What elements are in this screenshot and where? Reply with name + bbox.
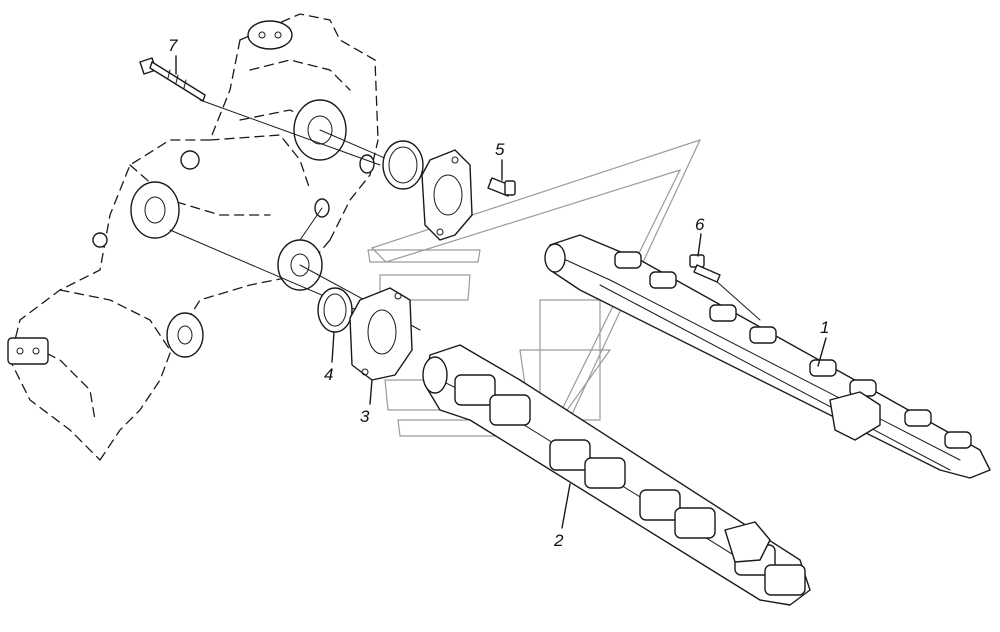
engine-housing-outline — [9, 13, 379, 461]
callout-4: 4 — [324, 365, 333, 384]
bolt-short-upper — [487, 177, 516, 197]
flange-lower — [349, 287, 413, 381]
callout-leaders — [175, 55, 827, 529]
callout-3: 3 — [360, 407, 370, 426]
bolt-long — [139, 57, 206, 102]
bolt-short-right — [689, 254, 721, 283]
housing-bosses — [7, 20, 375, 365]
callout-labels: 7 5 6 1 4 3 2 — [168, 36, 829, 550]
flange-upper — [421, 149, 473, 241]
exhaust-manifold-lower — [422, 344, 811, 606]
callout-7: 7 — [168, 36, 178, 55]
callout-6: 6 — [695, 215, 705, 234]
o-ring-upper — [382, 140, 424, 190]
exhaust-manifold-upper — [544, 234, 991, 479]
o-ring-lower — [317, 287, 353, 333]
callout-2: 2 — [553, 531, 564, 550]
callout-5: 5 — [495, 140, 505, 159]
callout-1: 1 — [820, 318, 829, 337]
